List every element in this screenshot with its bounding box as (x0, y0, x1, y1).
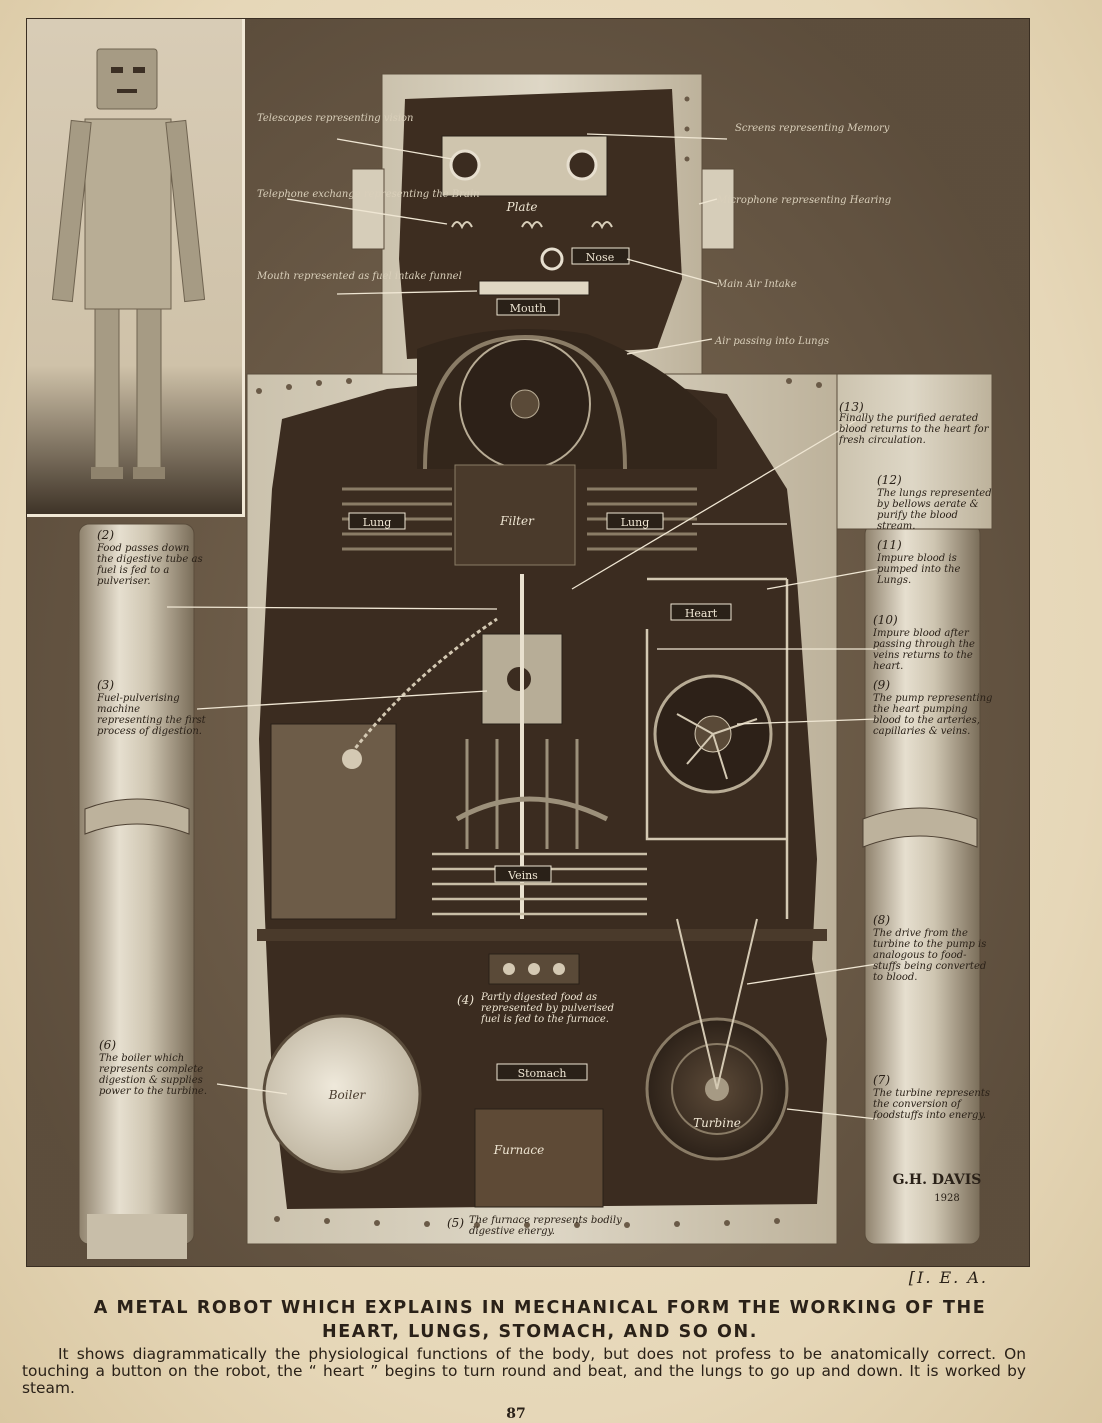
note-4-num: (4) (457, 993, 474, 1007)
stomach-furnace: Stomach Furnace (474, 1063, 604, 1208)
left-arm (78, 523, 195, 1259)
filter-label: Filter (499, 514, 535, 528)
annotation-mouth: Mouth represented as fuel intake funnel (256, 271, 462, 282)
note-4-text: Partly digested food as represented by p… (481, 992, 615, 1025)
right-shoulder (831, 373, 993, 530)
nose-mouth: Nose Mouth (478, 247, 630, 316)
annotation-screens: Screens representing Memory (735, 123, 890, 134)
note-12-num: (12) (877, 473, 902, 487)
caption-headline-line1: A METAL ROBOT WHICH EXPLAINS IN MECHANIC… (93, 1298, 987, 1318)
stomach-label: Stomach (518, 1067, 567, 1080)
rivets (256, 96, 822, 1228)
note-8-num: (8) (873, 913, 890, 927)
turbine: Turbine (645, 918, 789, 1161)
note-3-text: Fuel-pulverising machine representing th… (97, 693, 206, 737)
caption-headline: A METAL ROBOT WHICH EXPLAINS IN MECHANIC… (40, 1296, 1040, 1344)
brain-switches (451, 221, 613, 230)
robot-figure (51, 48, 206, 479)
pointer-lines (166, 133, 878, 1120)
note-10-text: Impure blood after passing through the v… (873, 628, 975, 672)
photo-credit: [I. E. A. (908, 1268, 988, 1287)
note-13-text: Finally the purified aerated blood retur… (839, 413, 989, 446)
lung-left-label: Lung (363, 516, 392, 529)
caption-headline-line2: HEART, LUNGS, STOMACH, AND SO ON. (321, 1322, 759, 1342)
mouth-label: Mouth (510, 302, 546, 315)
note-6-num: (6) (99, 1038, 116, 1052)
right-arm (862, 523, 981, 1245)
veins: Veins (257, 796, 827, 985)
note-7-num: (7) (873, 1073, 890, 1087)
caption-area: [I. E. A. A METAL ROBOT WHICH EXPLAINS I… (0, 1262, 1102, 1423)
annotation-air-intake: Main Air Intake (716, 279, 797, 290)
note-12-text: The lungs represented by bellows aerate … (877, 488, 992, 532)
page-number: 87 (506, 1406, 526, 1422)
head-annotations: Telescopes representing vision Screens r… (256, 113, 891, 347)
veins-label: Veins (507, 869, 538, 882)
turbine-label: Turbine (693, 1116, 741, 1130)
nose-label: Nose (586, 251, 614, 264)
signature-year: 1928 (934, 1193, 959, 1204)
note-8-text: The drive from the turbine to the pump i… (873, 928, 987, 983)
boiler: Boiler (262, 1014, 422, 1174)
note-2-num: (2) (97, 528, 114, 542)
note-11-text: Impure blood is pumped into the Lungs. (877, 553, 961, 586)
note-9-text: The pump representing the heart pumping … (873, 693, 993, 737)
note-2-text: Food passes down the digestive tube as f… (97, 543, 203, 587)
note-13-num: (13) (839, 400, 864, 414)
annotation-telescopes: Telescopes representing vision (257, 113, 413, 124)
annotation-air-lungs: Air passing into Lungs (714, 336, 829, 347)
note-7-text: The turbine represents the conversion of… (873, 1088, 991, 1121)
caption-body: It shows diagrammatically the physiologi… (22, 1345, 1026, 1397)
note-11-num: (11) (877, 538, 902, 552)
note-6-text: The boiler which represents complete dig… (99, 1053, 208, 1097)
lungs-filter: Lung Lung Filter (342, 464, 697, 566)
note-10-num: (10) (873, 613, 898, 627)
bellows-wheel (423, 334, 627, 470)
note-5-num: (5) (447, 1216, 464, 1230)
plate-label: Plate (506, 200, 538, 214)
note-3-num: (3) (97, 678, 114, 692)
robot-cutaway-diagram: Plate Nose Mouth (78, 73, 993, 1259)
heart-pump: Heart (645, 577, 789, 919)
lung-right-label: Lung (621, 516, 650, 529)
annotation-telephone: Telephone exchange representing the Brai… (257, 189, 480, 200)
boiler-label: Boiler (328, 1088, 367, 1102)
note-9-num: (9) (873, 678, 890, 692)
artist-signature: G.H. DAVIS 1928 (893, 1172, 982, 1204)
heart-label: Heart (685, 607, 718, 620)
furnace-label: Furnace (493, 1143, 545, 1157)
pulveriser (270, 574, 579, 920)
note-5-text: The furnace represents bodily digestive … (469, 1215, 622, 1237)
robot-illustration: Plate Nose Mouth (26, 18, 1030, 1267)
signature-name: G.H. DAVIS (893, 1172, 982, 1188)
numbered-notes: (2) Food passes down the digestive tube … (97, 400, 993, 1237)
annotation-microphone: Microphone representing Hearing (716, 195, 891, 206)
robot-photo-inset (27, 19, 245, 517)
eye-plate: Plate (441, 135, 608, 214)
